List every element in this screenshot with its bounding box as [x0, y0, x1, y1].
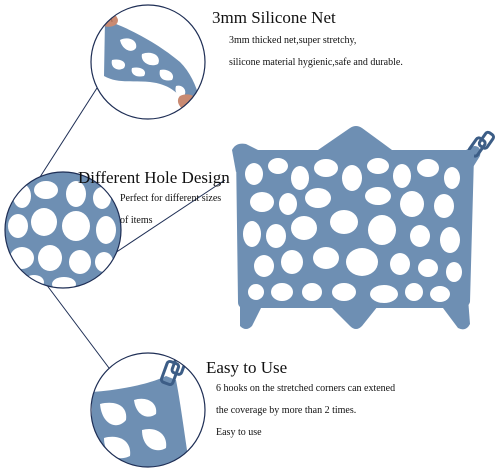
corner-hook-closeup-image	[90, 352, 206, 468]
holes-title: Different Hole Design	[78, 168, 230, 187]
hooks-line-3: Easy to use	[216, 427, 262, 438]
thickness-line-2: silicone material hygienic,safe and dura…	[229, 57, 403, 68]
connector-lines	[32, 87, 226, 373]
hole-pattern-closeup-image	[4, 171, 122, 289]
holes-line-2: of items	[120, 215, 153, 226]
stretched-net-hand-image	[90, 4, 206, 120]
hooks-line-1: 6 hooks on the stretched corners can ext…	[216, 383, 396, 394]
hooks-title: Easy to Use	[206, 358, 288, 377]
thickness-line-1: 3mm thicked net,super stretchy,	[229, 35, 357, 46]
holes-description: Perfect for different sizes of items	[120, 188, 221, 232]
hooks-line-2: the coverage by more than 2 times.	[216, 405, 357, 416]
holes-line-1: Perfect for different sizes	[120, 193, 222, 204]
thickness-description: 3mm thicked net,super stretchy, silicone…	[229, 30, 403, 74]
thickness-title: 3mm Silicone Net	[212, 8, 336, 27]
hooks-description: 6 hooks on the stretched corners can ext…	[216, 378, 395, 444]
silicone-net-main-image	[232, 126, 496, 330]
